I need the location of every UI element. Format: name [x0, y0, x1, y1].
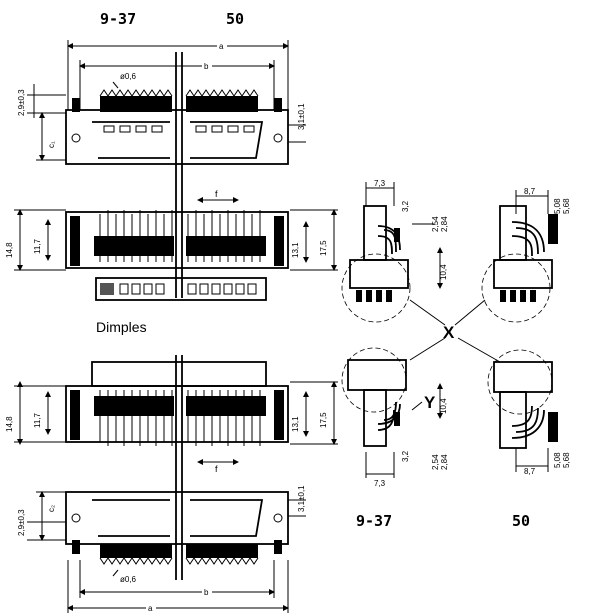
tol-bottom-right: 3,1±0,1 — [297, 485, 306, 512]
flange-top — [65, 109, 289, 165]
pins-upper-side — [94, 210, 266, 262]
dim-13-1-lower: 13,1 — [291, 416, 300, 432]
detail-tl-7-3: 7,3 — [374, 179, 386, 188]
header-right-series: 50 — [226, 10, 244, 28]
dim-a-top: a — [219, 42, 224, 51]
dim-b-top: b — [204, 62, 209, 71]
detail-top-left: 7,3 3,2 2,54 2,84 10,4 — [341, 179, 449, 323]
dim-11-7-lower: 11,7 — [33, 412, 42, 428]
dim-a-bottom: a — [148, 604, 153, 613]
bottom-view: 2,9±0,3 c₂ 3,1±0,1 ø0,6 b a — [17, 485, 306, 613]
dim-c1: c₁ — [47, 141, 56, 148]
dim-17-5-lower: 17,5 — [319, 412, 328, 428]
tol-top-right: 3,1±0,1 — [297, 103, 306, 130]
bottom-left-series: 9-37 — [356, 512, 392, 530]
detail-top-right: 8,7 5,08 5,68 — [481, 187, 571, 323]
detail-bl-2-54: 2,54 — [431, 454, 440, 470]
pins-top-row — [99, 89, 259, 112]
tol-bottom-left: 2,9±0,3 — [17, 509, 26, 536]
detail-br-5-68: 5,68 — [562, 452, 571, 468]
detail-tr-8-7: 8,7 — [524, 187, 536, 196]
detail-bottom-right: 8,7 5,08 5,68 — [487, 349, 571, 476]
detail-tl-2-84: 2,84 — [440, 216, 449, 232]
detail-bl-3-2: 3,2 — [401, 450, 410, 462]
x-callout-lines — [409, 299, 501, 363]
dim-f-upper: f — [215, 189, 218, 199]
dim-11-7-upper: 11,7 — [33, 238, 42, 254]
side-view-lower: 14,8 11,7 13,1 17,5 f — [5, 361, 338, 474]
tol-top-left: 2,9±0,3 — [17, 89, 26, 116]
pin-diameter-bottom: ø0,6 — [120, 575, 137, 584]
header-left-series: 9-37 — [100, 10, 136, 28]
pins-lower-side — [94, 390, 266, 446]
pins-bottom-row — [99, 544, 259, 565]
detail-tl-2-54: 2,54 — [431, 216, 440, 232]
detail-bl-2-84: 2,84 — [440, 454, 449, 470]
detail-br-8-7: 8,7 — [524, 467, 536, 476]
detail-tr-5-68: 5,68 — [562, 198, 571, 214]
contact-holes-top — [103, 125, 255, 133]
detail-tl-3-2: 3,2 — [401, 200, 410, 212]
detail-bl-7-3: 7,3 — [374, 479, 386, 488]
dim-f-lower: f — [215, 464, 218, 474]
top-view: a b ø0,6 2,9±0,3 c₁ 3,1±0,1 — [17, 40, 306, 165]
detail-bl-10-4: 10,4 — [439, 398, 448, 414]
detail-bottom-left: Y 10,4 3,2 2,54 2,84 7,3 — [341, 347, 449, 488]
dim-b-bottom: b — [204, 588, 209, 597]
detail-br-5-08: 5,08 — [553, 452, 562, 468]
dimples-label: Dimples — [96, 319, 147, 335]
dimples-markers — [100, 283, 257, 295]
center-split-lines — [175, 52, 183, 580]
y-marker: Y — [424, 393, 436, 412]
dim-13-1-upper: 13,1 — [291, 242, 300, 258]
dim-17-5-upper: 17,5 — [319, 240, 328, 256]
detail-tl-10-4: 10,4 — [439, 264, 448, 280]
x-marker: X — [443, 323, 455, 342]
dim-c2: c₂ — [47, 505, 56, 512]
side-view-upper: 14,8 11,7 13,1 17,5 f — [5, 189, 338, 301]
pin-diameter-top: ø0,6 — [120, 72, 137, 81]
dim-14-8-upper: 14,8 — [5, 242, 14, 258]
dim-14-8-lower: 14,8 — [5, 416, 14, 432]
detail-tr-5-08: 5,08 — [553, 198, 562, 214]
bottom-right-series: 50 — [512, 512, 530, 530]
